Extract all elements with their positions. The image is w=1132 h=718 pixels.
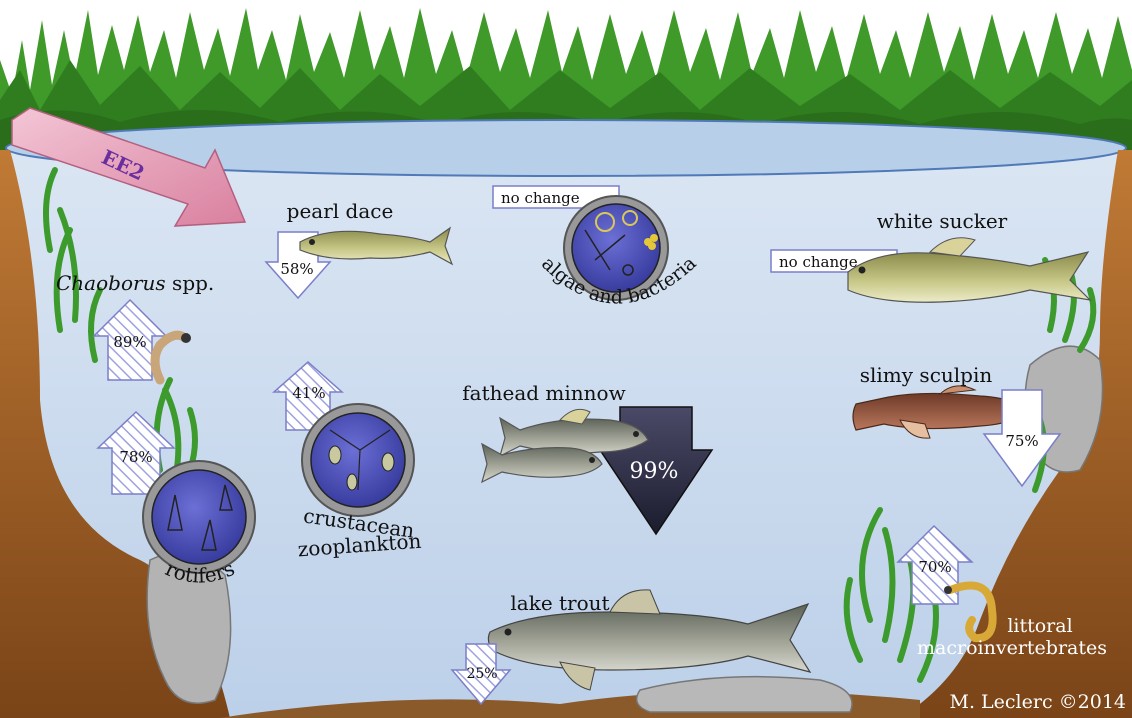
littoral-change: 70% bbox=[918, 558, 951, 576]
littoral-label-line1: littoral bbox=[1007, 615, 1072, 637]
slimy-sculpin-change: 75% bbox=[1005, 432, 1038, 450]
fathead-minnow-label: fathead minnow bbox=[462, 381, 625, 405]
white-sucker-status: no change bbox=[779, 253, 858, 271]
chaoborus-change: 89% bbox=[113, 333, 146, 351]
fathead-minnow-change: 99% bbox=[630, 459, 679, 484]
rotifers-circle bbox=[143, 461, 255, 573]
credit-text: M. Leclerc ©2014 bbox=[950, 691, 1126, 713]
crustacean-change: 41% bbox=[292, 384, 325, 402]
rotifers-change: 78% bbox=[119, 448, 152, 466]
pearl-dace-label: pearl dace bbox=[287, 199, 394, 223]
lake-trout-label: lake trout bbox=[510, 591, 609, 615]
lake-trout-change: 25% bbox=[466, 666, 497, 682]
chaoborus-label: Chaoborus spp. bbox=[56, 271, 214, 295]
pearl-dace-change: 58% bbox=[280, 260, 313, 278]
algae-status: no change bbox=[501, 189, 580, 207]
littoral-label-line2: macroinvertebrates bbox=[917, 637, 1107, 659]
crustacean-circle bbox=[302, 404, 414, 516]
slimy-sculpin-label: slimy sculpin bbox=[860, 363, 993, 387]
white-sucker-label: white sucker bbox=[877, 209, 1008, 233]
